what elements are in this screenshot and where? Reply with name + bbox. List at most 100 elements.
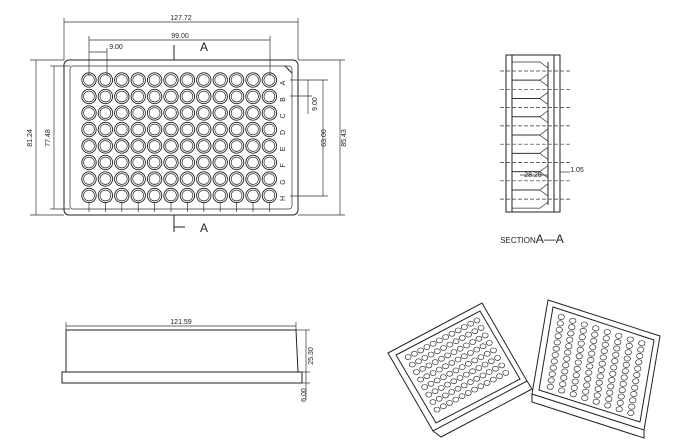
well (130, 187, 146, 204)
iso-well (583, 382, 591, 389)
well-inner (247, 123, 259, 136)
iso-well (485, 369, 493, 375)
iso-well (570, 384, 578, 391)
iso-well (605, 396, 613, 403)
plate-outer-outline (63, 59, 299, 216)
iso-well (440, 345, 447, 351)
dim-side-height: 25.30 (308, 347, 315, 365)
well-inner (165, 173, 177, 185)
iso-well (477, 354, 485, 360)
iso-well (467, 350, 474, 356)
iso-well (473, 346, 481, 353)
iso-well (627, 410, 635, 416)
iso-well (479, 343, 487, 350)
well-inner (230, 156, 243, 169)
well-inner (132, 90, 144, 103)
well (81, 171, 97, 187)
iso-well (550, 358, 558, 365)
well (245, 154, 261, 171)
well (114, 88, 130, 105)
well (261, 154, 278, 171)
iso-well (471, 357, 479, 364)
iso-well (438, 355, 445, 362)
well-inner (214, 140, 226, 152)
well (163, 121, 179, 138)
iso-well (584, 376, 592, 382)
iso-well (577, 340, 585, 347)
well (146, 88, 163, 105)
iso-well (598, 360, 606, 367)
iso-well (587, 357, 595, 363)
iso-well (404, 354, 412, 360)
iso-well (450, 378, 458, 385)
iso-well (548, 371, 556, 377)
well (212, 121, 228, 138)
iso-well (498, 362, 506, 369)
iso-well (435, 366, 443, 373)
dim-side-flange: 6.00 (301, 388, 308, 402)
iso-well (411, 350, 418, 357)
well-inner (99, 90, 112, 103)
iso-well (460, 382, 468, 389)
iso-well (429, 370, 437, 376)
well-inner (247, 173, 259, 185)
iso-well (448, 389, 456, 395)
iso-well (423, 373, 431, 380)
well-inner (181, 173, 194, 185)
iso-well (463, 342, 470, 349)
iso-well (465, 331, 472, 338)
iso-well (415, 358, 422, 365)
iso-well (454, 327, 462, 334)
iso-well (479, 372, 487, 379)
iso-well (458, 335, 466, 341)
iso-well (572, 372, 580, 379)
well-inner (116, 156, 128, 169)
iso-well (592, 398, 600, 405)
iso-well (574, 359, 582, 366)
iso-well (448, 360, 456, 366)
iso-well (442, 334, 450, 340)
well-inner (181, 189, 194, 202)
well (228, 88, 245, 105)
well (212, 138, 228, 154)
iso-well (433, 406, 441, 413)
iso-well (608, 377, 616, 384)
well (179, 138, 196, 154)
iso-well (458, 364, 466, 370)
well-inner (132, 173, 144, 185)
iso-well (433, 348, 441, 355)
well-inner (116, 173, 128, 185)
dim-section-depth: 28.25 (524, 172, 542, 179)
row-label: D (280, 130, 287, 135)
iso-well (615, 332, 623, 339)
iso-well (440, 374, 447, 380)
iso-well (549, 364, 557, 371)
dim-inner-height: 77.48 (45, 129, 52, 147)
iso-well (408, 361, 416, 368)
iso-well (600, 348, 608, 354)
well-inner (83, 74, 95, 86)
iso-well (429, 399, 437, 405)
iso-well (442, 363, 449, 370)
well (163, 105, 179, 121)
well-inner (99, 107, 112, 119)
well-inner (230, 173, 243, 185)
well (196, 88, 212, 105)
section-caption: SECTIONA—A (500, 232, 564, 246)
well-inner (263, 74, 276, 86)
iso-well (628, 403, 636, 410)
iso-well (618, 387, 626, 394)
iso-well (439, 403, 447, 410)
well (228, 121, 245, 138)
iso-well (425, 391, 433, 398)
well (81, 138, 97, 154)
well (228, 105, 245, 121)
well (196, 72, 212, 88)
well (228, 154, 245, 171)
well (97, 105, 114, 121)
well (163, 171, 179, 187)
well-inner (198, 74, 210, 86)
well (97, 121, 114, 138)
